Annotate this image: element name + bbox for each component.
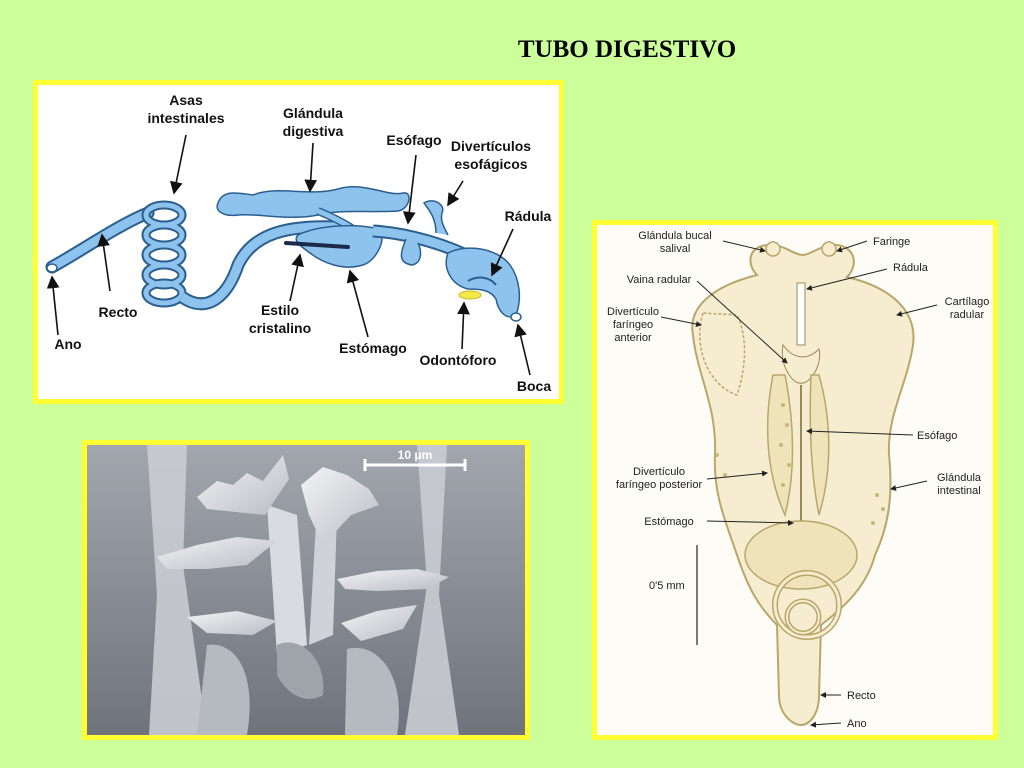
label-escala: 0'5 mm [649,580,685,592]
label-intestinal: intestinal [937,485,980,497]
label-glandula-intestinal: Glándula [937,472,982,484]
anterior-diverticulum [699,312,746,396]
label-diverticulos: Divertículos [451,138,531,154]
label-salival: salival [660,243,691,255]
radula-tooth [157,537,277,569]
label-esofago: Esófago [386,132,441,148]
left-column [147,445,207,735]
radula-tooth [197,455,289,515]
label-estilo: Estilo [261,302,299,318]
label-radular: radular [950,309,985,321]
label-faringeo-posterior: faríngeo posterior [616,479,703,491]
label-glandula-bucal: Glándula bucal [638,230,711,242]
label-esofagicos: esofágicos [454,156,527,172]
odontophore [458,290,482,300]
radula-tooth [337,569,449,591]
scale-bar-label: 10 μm [398,448,433,462]
label-glandula: Glándula [283,105,343,121]
label-intestinales: intestinales [147,110,224,126]
label-ano: Ano [847,718,867,730]
label-boca: Boca [517,378,551,394]
mouth-opening [510,312,522,322]
label-vaina-radular: Vaina radular [627,274,692,286]
digestive-tract-diagram: Asas intestinales Glándula digestiva Esó… [33,80,564,404]
label-anterior: anterior [614,332,652,344]
label-estomago: Estómago [339,340,407,356]
label-cartilago: Cartílago [945,296,990,308]
radula-micrograph: 10 μm [82,440,530,740]
label-ano: Ano [54,336,81,352]
label-radula: Rádula [893,262,929,274]
label-diverticulo-anterior: Divertículo [607,306,659,318]
label-radula: Rádula [505,208,552,224]
radula [467,276,497,286]
anatomy-drawing: Glándula bucal salival Faringe Rádula Va… [592,220,998,740]
label-digestiva: digestiva [283,123,344,139]
salivary-gland [765,241,781,257]
digestive-gland [216,185,410,219]
intestinal-loops [141,200,187,308]
micrograph-scale-bar: 10 μm [363,448,467,471]
label-cristalino: cristalino [249,320,311,336]
label-asas: Asas [169,92,203,108]
anus-opening [46,263,58,273]
body-outline [691,243,915,727]
esophageal-diverticulum-top [422,200,449,236]
radula-tooth [187,611,277,635]
radula [796,282,806,346]
page-title: TUBO DIGESTIVO [517,36,737,63]
label-esofago: Esófago [917,430,957,442]
label-diverticulo-posterior: Divertículo [633,466,685,478]
buccal-mass [445,247,521,318]
label-faringe: Faringe [873,236,910,248]
salivary-gland [821,241,837,257]
label-odontoforo: Odontóforo [420,352,497,368]
right-column [405,445,459,735]
label-recto: Recto [99,304,138,320]
crystalline-style [284,241,350,249]
radula-tooth [341,605,417,641]
radula-tooth [301,467,379,545]
label-recto: Recto [847,690,876,702]
label-faringeo-anterior: faríngeo [613,319,653,331]
esophageal-diverticulum-bottom [400,238,422,266]
label-estomago: Estómago [644,516,694,528]
stomach [744,520,858,590]
